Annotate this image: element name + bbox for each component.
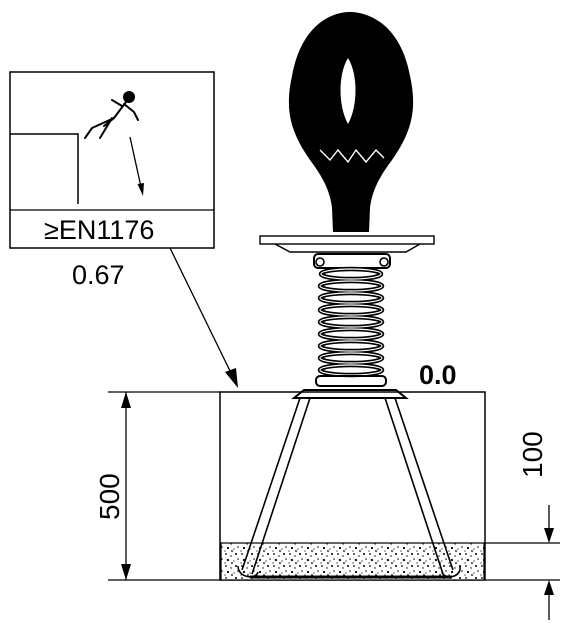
seat-body [288, 12, 414, 232]
falling-child-icon [84, 91, 139, 139]
fall-height-label: 0.67 [72, 260, 125, 290]
surfacing-depth-label: 100 [517, 431, 548, 478]
coil-spring-icon [313, 253, 391, 387]
anchor-legs [237, 397, 461, 579]
depth-dimension: 500 [94, 391, 220, 581]
seat-base-plate [259, 235, 435, 253]
standard-label: ≥EN1176 [44, 215, 154, 245]
foundation-pit [219, 391, 486, 581]
ground-plate [291, 389, 409, 399]
ground-level-label: 0.0 [419, 360, 457, 390]
surfacing-depth-dimension: 100 [485, 431, 560, 620]
depth-label: 500 [94, 473, 125, 520]
fall-height-leader-arrow [169, 247, 238, 388]
standard-inset-box: ≥EN1176 [9, 71, 215, 249]
